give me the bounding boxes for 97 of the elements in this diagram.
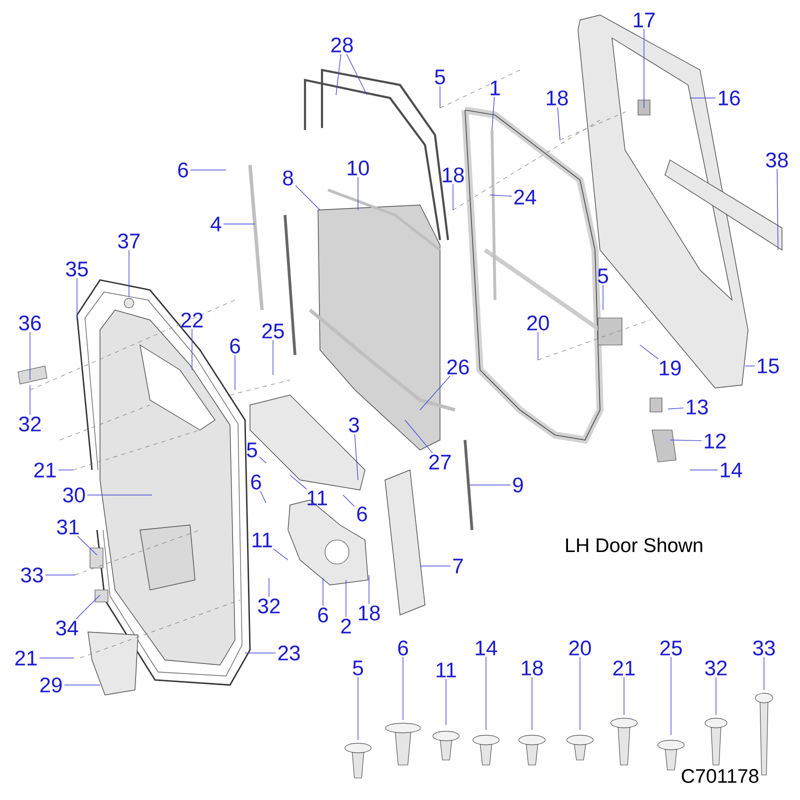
callout-number: 18 bbox=[442, 168, 464, 182]
callout-number: 32 bbox=[19, 416, 41, 432]
leader-line bbox=[295, 185, 320, 210]
leader-line bbox=[670, 656, 672, 736]
leader-line bbox=[268, 578, 270, 598]
callout-number: 4 bbox=[210, 216, 222, 232]
leader-line bbox=[492, 96, 495, 130]
callout-number: 36 bbox=[19, 316, 41, 330]
callout-number: 6 bbox=[251, 474, 261, 490]
callout-number: 2 bbox=[341, 618, 351, 634]
callout-number: 6 bbox=[357, 506, 367, 522]
callout-number: 25 bbox=[660, 640, 682, 656]
callout-number: 6 bbox=[318, 608, 328, 622]
leader-line bbox=[76, 278, 78, 320]
leader-line bbox=[290, 474, 307, 490]
leader-line bbox=[128, 250, 130, 298]
leader-line bbox=[342, 494, 355, 507]
leader-line bbox=[668, 408, 684, 410]
callout-number: 13 bbox=[686, 400, 708, 414]
leader-line bbox=[87, 494, 152, 496]
leader-line bbox=[404, 420, 433, 454]
callout-number: 20 bbox=[527, 316, 549, 330]
callout-number: 5 bbox=[246, 442, 257, 458]
leader-line bbox=[420, 376, 450, 410]
callout-number: 17 bbox=[634, 12, 655, 28]
callout-number: 11 bbox=[308, 490, 327, 506]
callout-number: 5 bbox=[598, 268, 608, 284]
leader-line bbox=[244, 652, 276, 654]
callout-number: 21 bbox=[15, 650, 37, 666]
leader-line bbox=[452, 184, 454, 210]
callout-number: 20 bbox=[569, 640, 591, 656]
leader-line bbox=[490, 194, 512, 197]
callout-number: 31 bbox=[57, 520, 79, 534]
callout-number: 21 bbox=[613, 660, 635, 676]
callout-number: 38 bbox=[766, 152, 788, 168]
callout-number: 14 bbox=[720, 462, 742, 478]
leader-line bbox=[272, 340, 274, 376]
callout-number: 33 bbox=[753, 640, 775, 656]
note-text: LH Door Shown bbox=[566, 538, 702, 552]
leader-line bbox=[346, 54, 368, 96]
callout-number: 11 bbox=[436, 662, 456, 678]
leader-line bbox=[259, 456, 266, 464]
leader-line bbox=[45, 574, 76, 576]
leader-line bbox=[273, 548, 288, 560]
leader-line bbox=[260, 490, 266, 504]
leader-line bbox=[64, 684, 100, 686]
callout-number: 12 bbox=[704, 434, 726, 448]
callout-number: 6 bbox=[230, 338, 240, 354]
leader-line bbox=[776, 168, 778, 250]
callout-number: 10 bbox=[348, 160, 369, 176]
drawing-number: C701178 bbox=[682, 769, 758, 783]
leader-line bbox=[602, 284, 604, 310]
callout-number: 23 bbox=[278, 646, 300, 660]
leader-line bbox=[368, 574, 370, 604]
leader-line bbox=[640, 344, 658, 360]
leader-line bbox=[402, 656, 404, 720]
leader-line bbox=[670, 440, 702, 442]
callout-number: 26 bbox=[447, 360, 469, 374]
leader-line bbox=[470, 484, 511, 486]
callout-number: 30 bbox=[63, 488, 85, 502]
callout-number: 21 bbox=[34, 462, 56, 478]
leader-line bbox=[336, 54, 342, 96]
callout-number: 1 bbox=[490, 80, 500, 96]
callout-number: 18 bbox=[546, 90, 568, 106]
callout-number: 3 bbox=[348, 418, 359, 432]
callout-number: 5 bbox=[434, 70, 445, 84]
callout-number: 24 bbox=[514, 190, 536, 204]
leader-line bbox=[234, 354, 236, 390]
callout-number: 29 bbox=[40, 678, 62, 692]
leader-line bbox=[557, 106, 560, 140]
callout-number: 14 bbox=[476, 640, 498, 656]
leader-line bbox=[76, 594, 100, 620]
callout-number: 6 bbox=[178, 162, 188, 178]
callout-number: 9 bbox=[513, 478, 523, 492]
callout-number: 11 bbox=[252, 532, 272, 548]
leader-line bbox=[322, 578, 324, 606]
callout-number: 8 bbox=[283, 170, 293, 186]
callout-number: 27 bbox=[429, 454, 451, 470]
callout-number: 16 bbox=[718, 90, 740, 106]
callout-number: 7 bbox=[453, 558, 463, 574]
callout-number: 18 bbox=[522, 660, 543, 676]
callout-number: 5 bbox=[352, 660, 363, 676]
callout-number: 32 bbox=[705, 660, 727, 676]
callout-number: 37 bbox=[118, 234, 140, 248]
callout-number: 6 bbox=[398, 640, 408, 656]
callout-number: 25 bbox=[262, 324, 284, 338]
leader-line bbox=[77, 536, 98, 556]
callout-number: 28 bbox=[331, 38, 353, 52]
callout-number: 22 bbox=[181, 312, 203, 328]
callout-number: 18 bbox=[358, 606, 380, 620]
callout-number: 19 bbox=[660, 360, 681, 376]
callout-number: 34 bbox=[56, 620, 78, 636]
leader-line bbox=[354, 434, 358, 480]
callout-number: 33 bbox=[21, 568, 43, 582]
callout-number: 32 bbox=[258, 598, 280, 614]
callout-number: 35 bbox=[66, 262, 88, 276]
callout-number: 15 bbox=[758, 358, 779, 374]
